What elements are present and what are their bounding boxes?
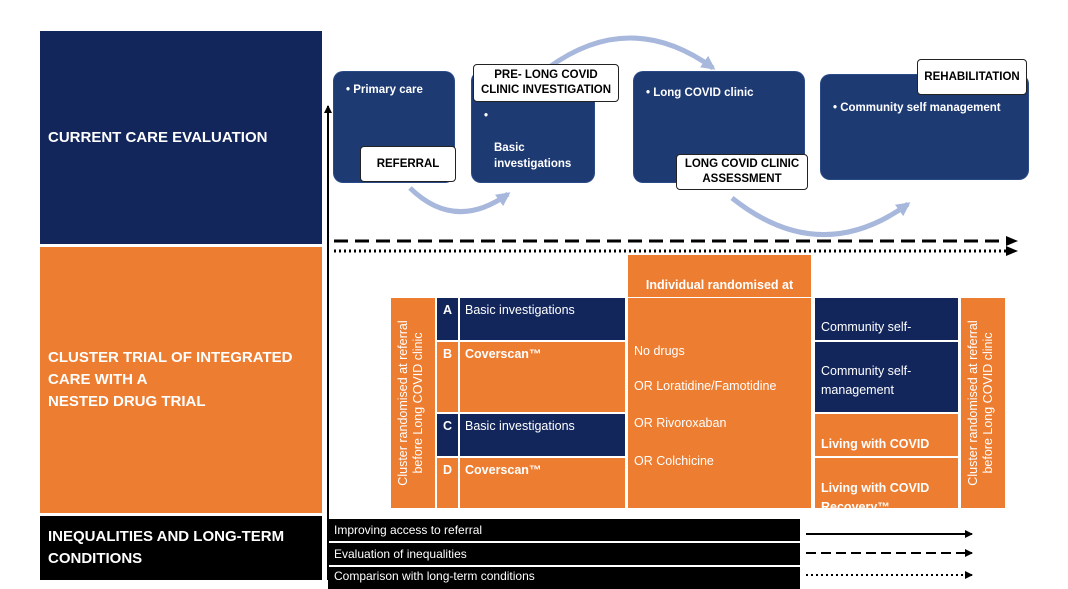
outcome-b-text: Community self- management [821,364,912,397]
referral-text: REFERRAL [376,157,440,170]
drug-loratidine: OR Loratidine/Famotidine [634,379,777,393]
arm-letter-a: A [437,298,458,340]
pre-investigation-text: PRE- LONG COVID CLINIC INVESTIGATION [480,69,612,96]
bar-evaluation-inequalities: Evaluation of inequalities [328,543,800,565]
arm-c-label: Basic investigations [465,419,575,433]
bar-comparison-ltc: Comparison with long-term conditions [328,567,800,589]
tag-pre-investigation: PRE- LONG COVID CLINIC INVESTIGATION [473,64,619,102]
arm-letter-b-text: B [442,347,453,361]
left-vertical-text: Cluster randomised at referral before Lo… [396,320,425,486]
individual-randomised-header: Individual randomised at Long COVID clin… [628,255,811,311]
arm-a-label: Basic investigations [465,303,575,317]
band-cluster-label: CLUSTER TRIAL OF INTEGRATED CARE WITH A … [48,349,293,410]
band-current-label: CURRENT CARE EVALUATION [48,128,268,146]
arm-letter-b: B [437,342,458,412]
right-vertical-text: Cluster randomised at referral before Lo… [966,320,995,486]
drug-rivoroxaban: OR Rivoroxaban [634,416,727,430]
drug-colchicine: OR Colchicine [634,454,714,468]
outcome-d-cell: Living with COVID Recovery™ [815,458,958,514]
outcome-c-cell: Living with COVID Recovery™ [815,414,958,470]
arm-a-cell: Basic investigations [460,298,625,340]
arm-letter-c-text: C [442,419,453,433]
arm-d-cell: Coverscan™ [460,458,625,508]
basic-investigations-text: • Basic investigations [484,108,571,172]
arm-letter-a-text: A [442,303,453,317]
left-vertical-column: Cluster randomised at referral before Lo… [391,298,435,508]
arm-letter-c: C [437,414,458,456]
rehabilitation-text: REHABILITATION [924,70,1020,83]
curve-arrow-assessment [730,196,911,238]
arm-b-label: Coverscan™ [465,347,542,361]
arm-b-cell: Coverscan™ [460,342,625,412]
tag-clinic-assessment: LONG COVID CLINIC ASSESSMENT [676,154,808,190]
tag-referral: REFERRAL [360,146,456,182]
drug-no-drugs: No drugs [634,344,685,358]
basic-investigations-label: Basic investigations [494,142,572,170]
bullet: • [484,110,489,122]
bar-improving-access-text: Improving access to referral [334,523,483,537]
arm-letter-d-text: D [442,463,453,477]
primary-care-text: • Primary care [346,84,423,96]
drugs-column: No drugs OR Loratidine/Famotidine OR Riv… [628,298,811,508]
clinic-assessment-text: LONG COVID CLINIC ASSESSMENT [684,158,800,185]
curve-arrow-referral [408,186,511,215]
band-inequalities: INEQUALITIES AND LONG-TERM CONDITIONS [40,516,322,580]
arm-d-label: Coverscan™ [465,463,542,477]
band-inequalities-label: INEQUALITIES AND LONG-TERM CONDITIONS [48,528,285,567]
band-current-care-evaluation: CURRENT CARE EVALUATION [40,31,322,244]
outcome-a-cell: Community self- management [815,298,958,353]
community-self-management-text: • Community self management [833,102,1001,114]
band-cluster-trial: CLUSTER TRIAL OF INTEGRATED CARE WITH A … [40,247,322,513]
outcome-d-text: Living with COVID Recovery™ [821,481,930,514]
outcome-b-cell: Community self- management [815,342,958,412]
bar-improving-access: Improving access to referral [328,519,800,541]
arm-c-cell: Basic investigations [460,414,625,456]
tag-rehabilitation: REHABILITATION [917,59,1027,95]
right-vertical-column: Cluster randomised at referral before Lo… [961,298,1005,508]
long-covid-clinic-text: • Long COVID clinic [646,87,754,99]
bar-evaluation-inequalities-text: Evaluation of inequalities [334,547,467,561]
arm-letter-d: D [437,458,458,508]
bar-comparison-ltc-text: Comparison with long-term conditions [334,569,535,583]
curve-arrow-top [546,35,716,71]
